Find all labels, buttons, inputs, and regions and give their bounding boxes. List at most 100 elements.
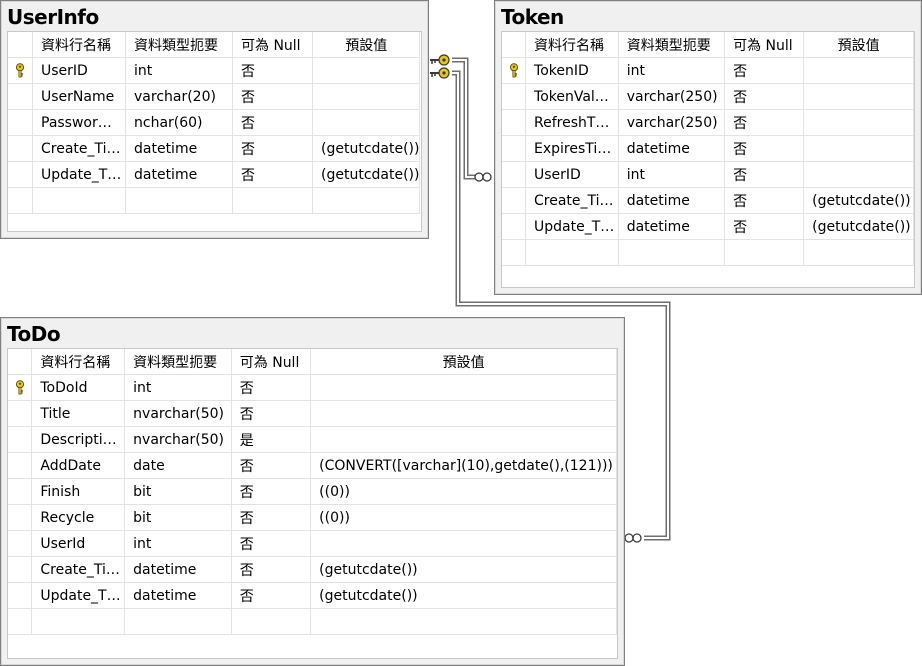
default-value-cell: (getutcdate()) xyxy=(803,187,914,214)
header-data-type: 資料類型扼要 xyxy=(125,32,233,58)
data-type-cell: varchar(250) xyxy=(618,109,726,136)
column-name-cell: Create_Ti… xyxy=(32,135,126,162)
column-name-cell: Create_Ti… xyxy=(525,187,619,214)
data-type-cell: int xyxy=(124,530,232,557)
relationship-userinfo-token[interactable] xyxy=(452,57,476,180)
row-selector[interactable] xyxy=(8,556,33,583)
header-allow-null: 可為 Null xyxy=(231,349,312,375)
empty-cell xyxy=(724,239,805,266)
allow-null-cell: 否 xyxy=(232,109,313,136)
column-name-cell: Passwor… xyxy=(32,109,126,136)
empty-row[interactable] xyxy=(8,187,421,214)
table-userinfo[interactable]: UserInfo 資料行名稱 資料類型扼要 可為 Null 預設值 UserID… xyxy=(0,0,429,239)
row-selector[interactable] xyxy=(8,109,33,136)
column-row[interactable]: Descripti…nvarchar(50)是 xyxy=(8,426,617,453)
row-selector[interactable] xyxy=(8,530,33,557)
row-selector[interactable] xyxy=(8,83,33,110)
row-selector[interactable] xyxy=(8,161,33,188)
row-selector[interactable] xyxy=(502,213,527,240)
data-type-cell: datetime xyxy=(618,213,726,240)
column-row[interactable]: TokenVal…varchar(250)否 xyxy=(502,83,914,110)
column-row[interactable]: Passwor…nchar(60)否 xyxy=(8,109,421,136)
table-title: Token xyxy=(501,5,564,29)
row-selector[interactable] xyxy=(8,57,33,84)
data-type-cell: nvarchar(50) xyxy=(124,426,232,453)
empty-cell xyxy=(312,187,421,214)
allow-null-cell: 否 xyxy=(724,109,805,136)
default-value-cell xyxy=(803,83,914,110)
column-name-cell: AddDate xyxy=(31,452,126,479)
key-icon xyxy=(430,54,450,66)
relationship-userinfo-todo[interactable] xyxy=(452,70,671,541)
row-selector[interactable] xyxy=(8,400,33,427)
data-type-cell: datetime xyxy=(618,135,726,162)
allow-null-cell: 否 xyxy=(231,374,312,401)
row-selector[interactable] xyxy=(502,161,527,188)
data-type-cell: datetime xyxy=(125,161,233,188)
data-type-cell: int xyxy=(124,374,232,401)
row-selector[interactable] xyxy=(8,135,33,162)
column-row[interactable]: RefreshT…varchar(250)否 xyxy=(502,109,914,136)
column-name-cell: Update_T… xyxy=(31,582,126,609)
data-type-cell: bit xyxy=(124,478,232,505)
header-row: 資料行名稱 資料類型扼要 可為 Null 預設值 xyxy=(8,32,421,58)
row-selector[interactable] xyxy=(502,109,527,136)
column-name-cell: Finish xyxy=(31,478,126,505)
empty-cell xyxy=(32,187,126,214)
default-value-cell: ((0)) xyxy=(310,478,617,505)
allow-null-cell: 否 xyxy=(231,504,312,531)
row-selector[interactable] xyxy=(8,504,33,531)
row-selector[interactable] xyxy=(8,478,33,505)
header-column-name: 資料行名稱 xyxy=(525,32,619,58)
row-selector[interactable] xyxy=(8,452,33,479)
empty-cell xyxy=(310,608,617,635)
column-name-cell: Title xyxy=(31,400,126,427)
data-type-cell: datetime xyxy=(124,582,232,609)
column-name-cell: Descripti… xyxy=(31,426,126,453)
row-selector[interactable] xyxy=(8,426,33,453)
row-selector[interactable] xyxy=(502,187,527,214)
empty-cell xyxy=(125,187,233,214)
default-value-cell xyxy=(310,400,617,427)
default-value-cell xyxy=(312,57,421,84)
row-selector[interactable] xyxy=(502,83,527,110)
data-type-cell: int xyxy=(618,161,726,188)
empty-row[interactable] xyxy=(8,608,617,635)
empty-cell xyxy=(502,239,527,266)
empty-row[interactable] xyxy=(502,239,914,266)
column-name-cell: Recycle xyxy=(31,504,126,531)
row-selector[interactable] xyxy=(502,135,527,162)
data-type-cell: datetime xyxy=(125,135,233,162)
default-value-cell xyxy=(312,83,421,110)
allow-null-cell: 否 xyxy=(231,530,312,557)
allow-null-cell: 否 xyxy=(724,161,805,188)
row-selector[interactable] xyxy=(8,374,33,401)
row-selector[interactable] xyxy=(8,582,33,609)
data-type-cell: varchar(20) xyxy=(125,83,233,110)
row-selector[interactable] xyxy=(502,57,527,84)
header-allow-null: 可為 Null xyxy=(232,32,313,58)
header-allow-null: 可為 Null xyxy=(724,32,805,58)
